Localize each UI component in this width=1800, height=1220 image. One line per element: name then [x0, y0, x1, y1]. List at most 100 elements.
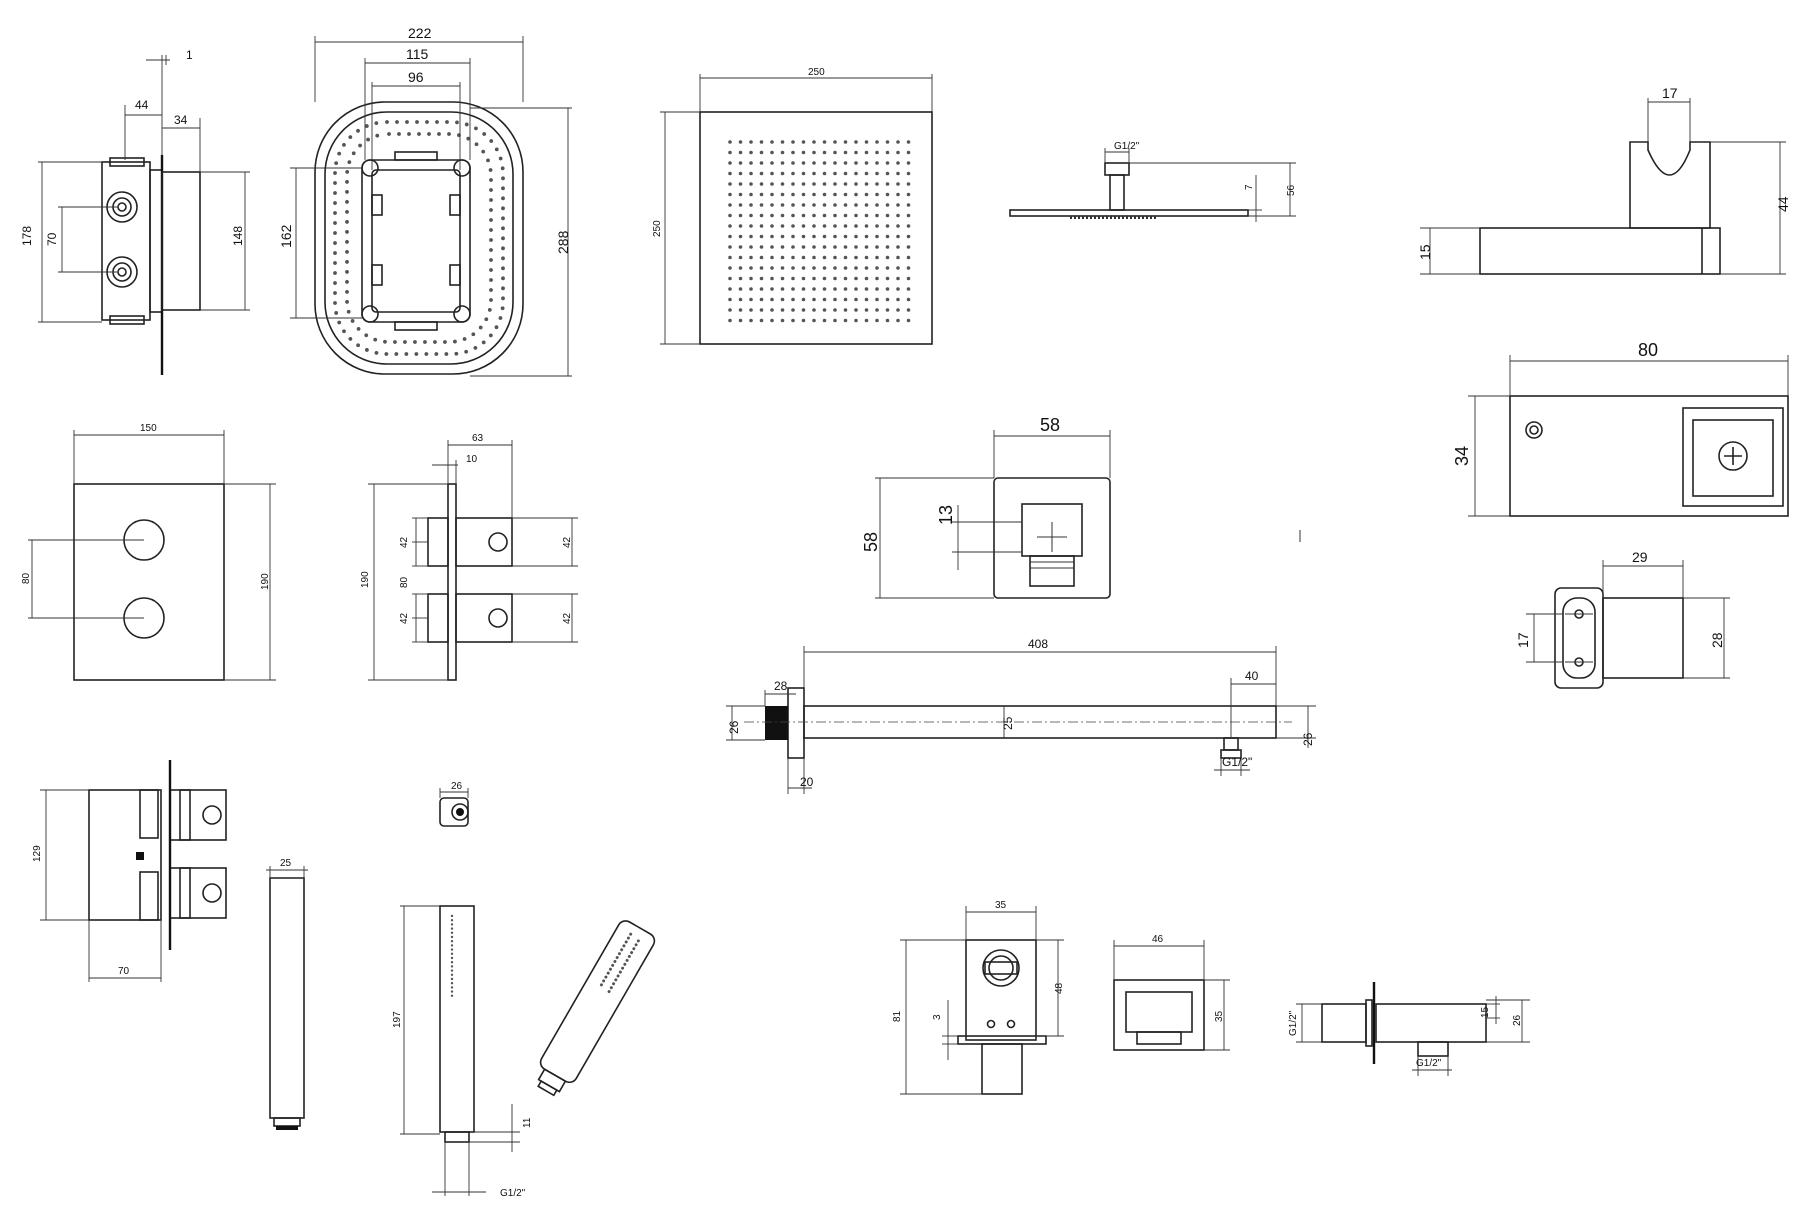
nozzle-dot — [613, 959, 617, 963]
dim-408: 408 — [1028, 637, 1048, 651]
nozzle-dot — [875, 308, 879, 312]
nozzle-dot — [885, 308, 890, 312]
nozzle-dot — [812, 255, 816, 260]
nozzle-dot — [749, 182, 753, 186]
nozzle-dot — [885, 276, 890, 281]
nozzle-dot — [606, 971, 610, 975]
nozzle-tick — [1102, 216, 1104, 219]
nozzle-dot — [608, 967, 612, 971]
nozzle-dot — [749, 140, 753, 144]
nozzle-dot — [812, 287, 816, 291]
nozzle-dot — [728, 245, 732, 249]
spray-dot — [454, 351, 459, 356]
spray-dot — [473, 346, 478, 350]
spray-dot — [365, 348, 369, 352]
nozzle-dot — [738, 224, 743, 228]
nozzle-dot — [906, 266, 911, 270]
nozzle-dot — [875, 171, 879, 176]
spray-dot — [489, 258, 493, 262]
dim-7: 7 — [1244, 184, 1255, 190]
nozzle-dot — [875, 150, 879, 155]
nozzle-dot — [906, 203, 911, 207]
nozzle-dot — [843, 150, 848, 155]
nozzle-tick — [1134, 216, 1136, 219]
spray-dot — [334, 161, 339, 166]
dim-70: 70 — [45, 232, 59, 246]
nozzle-dot — [854, 276, 858, 281]
spray-dot — [425, 120, 429, 124]
nozzle-dot — [896, 203, 900, 207]
nozzle-dot — [450, 935, 454, 939]
nozzle-dot — [728, 203, 732, 207]
nozzle-dot — [801, 276, 806, 281]
nozzle-dot — [833, 140, 837, 144]
nozzle-tick — [1106, 216, 1108, 219]
nozzle-dot — [728, 192, 732, 197]
nozzle-tick — [1142, 216, 1144, 219]
nozzle-dot — [822, 276, 827, 281]
nozzle-dot — [885, 203, 890, 207]
nozzle-dot — [906, 255, 911, 260]
nozzle-dot — [604, 975, 608, 979]
nozzle-dot — [833, 192, 837, 197]
nozzle-dot — [885, 192, 890, 197]
nozzle-dot — [621, 966, 625, 970]
nozzle-dot — [770, 224, 774, 228]
dim-162: 162 — [278, 224, 294, 248]
nozzle-dot — [780, 140, 785, 144]
nozzle-dot — [749, 213, 753, 218]
thread-g12-arm: G1/2" — [1222, 755, 1252, 769]
nozzle-dot — [770, 266, 774, 270]
dim-25-arm: 25 — [1001, 716, 1015, 730]
nozzle-dot — [875, 203, 879, 207]
nozzle-dot — [791, 234, 795, 239]
spray-dot — [445, 120, 449, 124]
spray-dot — [337, 151, 342, 156]
nozzle-dot — [906, 150, 911, 155]
spray-dot — [498, 316, 503, 320]
nozzle-dot — [812, 150, 816, 155]
nozzle-dot — [749, 192, 753, 197]
nozzle-dot — [906, 182, 911, 186]
dim-35-elbow: 35 — [995, 900, 1007, 911]
dim-150: 150 — [140, 423, 157, 434]
nozzle-dot — [896, 245, 900, 249]
nozzle-dot — [625, 958, 629, 962]
nozzle-dot — [623, 962, 627, 966]
nozzle-dot — [770, 140, 774, 144]
nozzle-dot — [615, 956, 619, 960]
nozzle-dot — [634, 943, 638, 947]
nozzle-dot — [801, 266, 806, 270]
dim-96: 96 — [408, 69, 424, 85]
dim-13: 13 — [936, 505, 956, 525]
nozzle-dot — [801, 171, 806, 176]
dim-10: 10 — [466, 454, 478, 465]
handshower-nozzle-rows — [599, 932, 640, 994]
spray-dot — [393, 340, 397, 344]
spray-dot — [345, 280, 349, 284]
nozzle-tick — [1110, 216, 1112, 219]
nozzle-dot — [614, 978, 618, 982]
spray-dot — [435, 120, 439, 124]
nozzle-dot — [885, 150, 890, 155]
valve-side-view: 1 44 34 178 70 148 — [20, 48, 250, 375]
nozzle-dot — [843, 318, 848, 323]
spray-dot — [333, 281, 337, 285]
nozzle-dot — [759, 182, 764, 186]
spray-dot — [489, 278, 493, 282]
nozzle-dot — [801, 224, 806, 228]
valve-body-side: 129 70 — [32, 760, 227, 982]
nozzle-dot — [812, 318, 816, 323]
nozzle-dot — [738, 245, 743, 249]
nozzle-dot — [822, 266, 827, 270]
nozzle-dot — [791, 213, 795, 218]
spray-dot — [444, 352, 449, 356]
nozzle-dot — [791, 245, 795, 249]
nozzle-dot — [749, 318, 753, 323]
nozzle-dot — [864, 308, 869, 312]
nozzle-dot — [885, 213, 890, 218]
nozzle-dot — [864, 171, 869, 176]
nozzle-dot — [864, 245, 869, 249]
nozzle-dot — [896, 297, 900, 302]
dim-148: 148 — [231, 226, 245, 246]
